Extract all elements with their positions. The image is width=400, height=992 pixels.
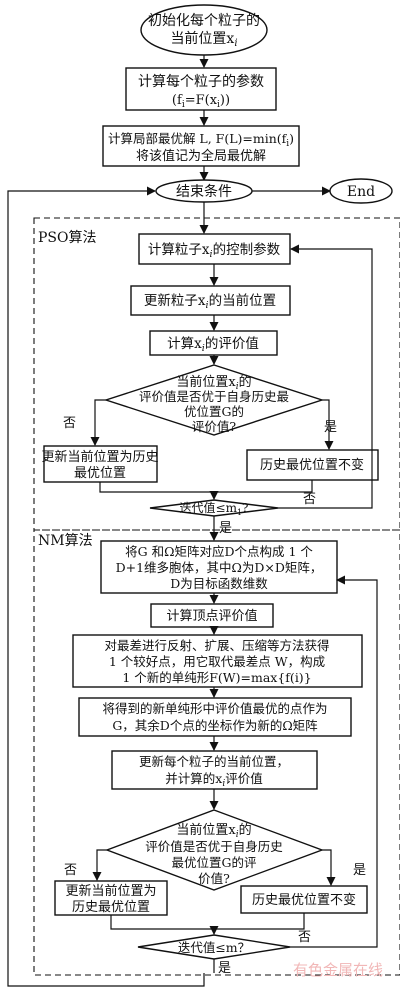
pso-decision-diamond: [103, 364, 325, 436]
nm-simplex-line3: D为目标函数维数: [170, 576, 268, 591]
start-line1: 初始化每个粒子的: [148, 12, 260, 29]
local-line1: 计算局部最优解 L, F(L)=min(fi): [108, 131, 294, 149]
nm-history-same-box: [240, 885, 368, 914]
nm-decision-diamond: [105, 809, 325, 891]
nm-region: [33, 529, 400, 976]
nm-iteration-yes: 是: [218, 961, 231, 976]
pso-eval-label: 计算xi的评价值: [167, 336, 259, 354]
pso-decision-line1: 当前位置xi的: [176, 374, 251, 392]
end-node: [329, 178, 393, 204]
nm-reflect-line1: 对最差进行反射、扩展、压缩等方法获得: [104, 638, 329, 653]
pso-history-same-box: [246, 449, 379, 481]
nm-update-history-line1: 更新当前位置为: [65, 883, 156, 899]
outer-loop-arrow: [7, 186, 205, 987]
nm-best-line2: G，其余D个点的坐标作为新的Ω矩阵: [112, 718, 318, 733]
nm-best-point-box: [78, 697, 352, 737]
pso-decision-line2: 评价值是否优于自身历史最: [139, 389, 290, 404]
pso-eval-box: [149, 330, 278, 356]
nm-reflect-line3: 1 个新的单纯形F(W)=max{f(i)}: [122, 670, 311, 685]
pso-update-history-line1: 更新当前位置为历史: [41, 449, 158, 465]
nm-decision-line4: 价值?: [198, 871, 230, 886]
nm-simplex-line2: D+1维多胞体，其中Ω为D×D矩阵，: [116, 560, 323, 575]
nm-decision-line3: 最优位置G的评: [172, 855, 257, 870]
pso-update-label: 更新粒子xi的当前位置: [144, 292, 276, 311]
pso-history-same-label: 历史最优位置不变: [260, 457, 364, 473]
pso-yes-label: 是: [324, 420, 337, 435]
compute-params-box: [125, 67, 277, 111]
nm-simplex-box: [100, 540, 338, 594]
nm-vertex-eval-label: 计算顶点评价值: [166, 608, 257, 624]
params-line1: 计算每个粒子的参数: [138, 73, 264, 90]
nm-label: NM算法: [38, 533, 93, 549]
pso-update-history-line2: 最优位置: [74, 466, 126, 481]
pso-calc-label: 计算粒子xi的控制参数: [148, 241, 281, 260]
nm-update-box: [111, 750, 318, 790]
local-line2: 将该值记为全局最优解: [136, 148, 266, 164]
nm-yes-label: 是: [353, 863, 366, 878]
nm-update-line2: 并计算的xi评价值: [165, 771, 262, 789]
pso-decision-line3: 优位置G的: [184, 404, 244, 419]
params-line2: (fi=F(xi)): [172, 93, 230, 110]
nm-no-label: 否: [64, 863, 77, 878]
nm-reflect-line2: 1 个较好点，用它取代最差点 W，构成: [109, 654, 325, 669]
nm-iteration-no: 否: [298, 930, 311, 945]
end-condition-label: 结束条件: [176, 183, 232, 200]
pso-decision-line4: 评价值?: [192, 419, 237, 434]
start-line2: 当前位置xi: [170, 30, 237, 49]
pso-update-box: [130, 285, 291, 316]
pso-iteration-yes: 是: [219, 521, 232, 536]
nm-update-line1: 更新每个粒子的当前位置，: [139, 754, 289, 769]
nm-update-history-line2: 历史最优位置: [72, 900, 150, 915]
pso-label: PSO算法: [38, 230, 97, 246]
nm-history-same-label: 历史最优位置不变: [252, 892, 356, 908]
pso-iteration-label: 迭代值≤m1?: [180, 500, 249, 517]
end-label: End: [347, 184, 375, 200]
nm-reflect-box: [72, 634, 363, 688]
nm-decision-line2: 评价值是否优于自身历史: [145, 839, 283, 854]
pso-iteration-no: 否: [303, 492, 316, 507]
pso-no-label: 否: [63, 416, 76, 431]
watermark: 有色金属在线: [293, 961, 383, 979]
nm-decision-line1: 当前位置xi的: [176, 822, 251, 840]
nm-best-line1: 将得到的新单纯形中评价值最优的点作为: [102, 701, 327, 716]
nm-update-history-box: [54, 880, 168, 916]
local-optimum-box: [102, 125, 300, 167]
nm-simplex-line1: 将G 和Ω矩阵对应D个点构成 1 个: [125, 544, 313, 559]
nm-iteration-label: 迭代值≤m？: [178, 940, 250, 955]
